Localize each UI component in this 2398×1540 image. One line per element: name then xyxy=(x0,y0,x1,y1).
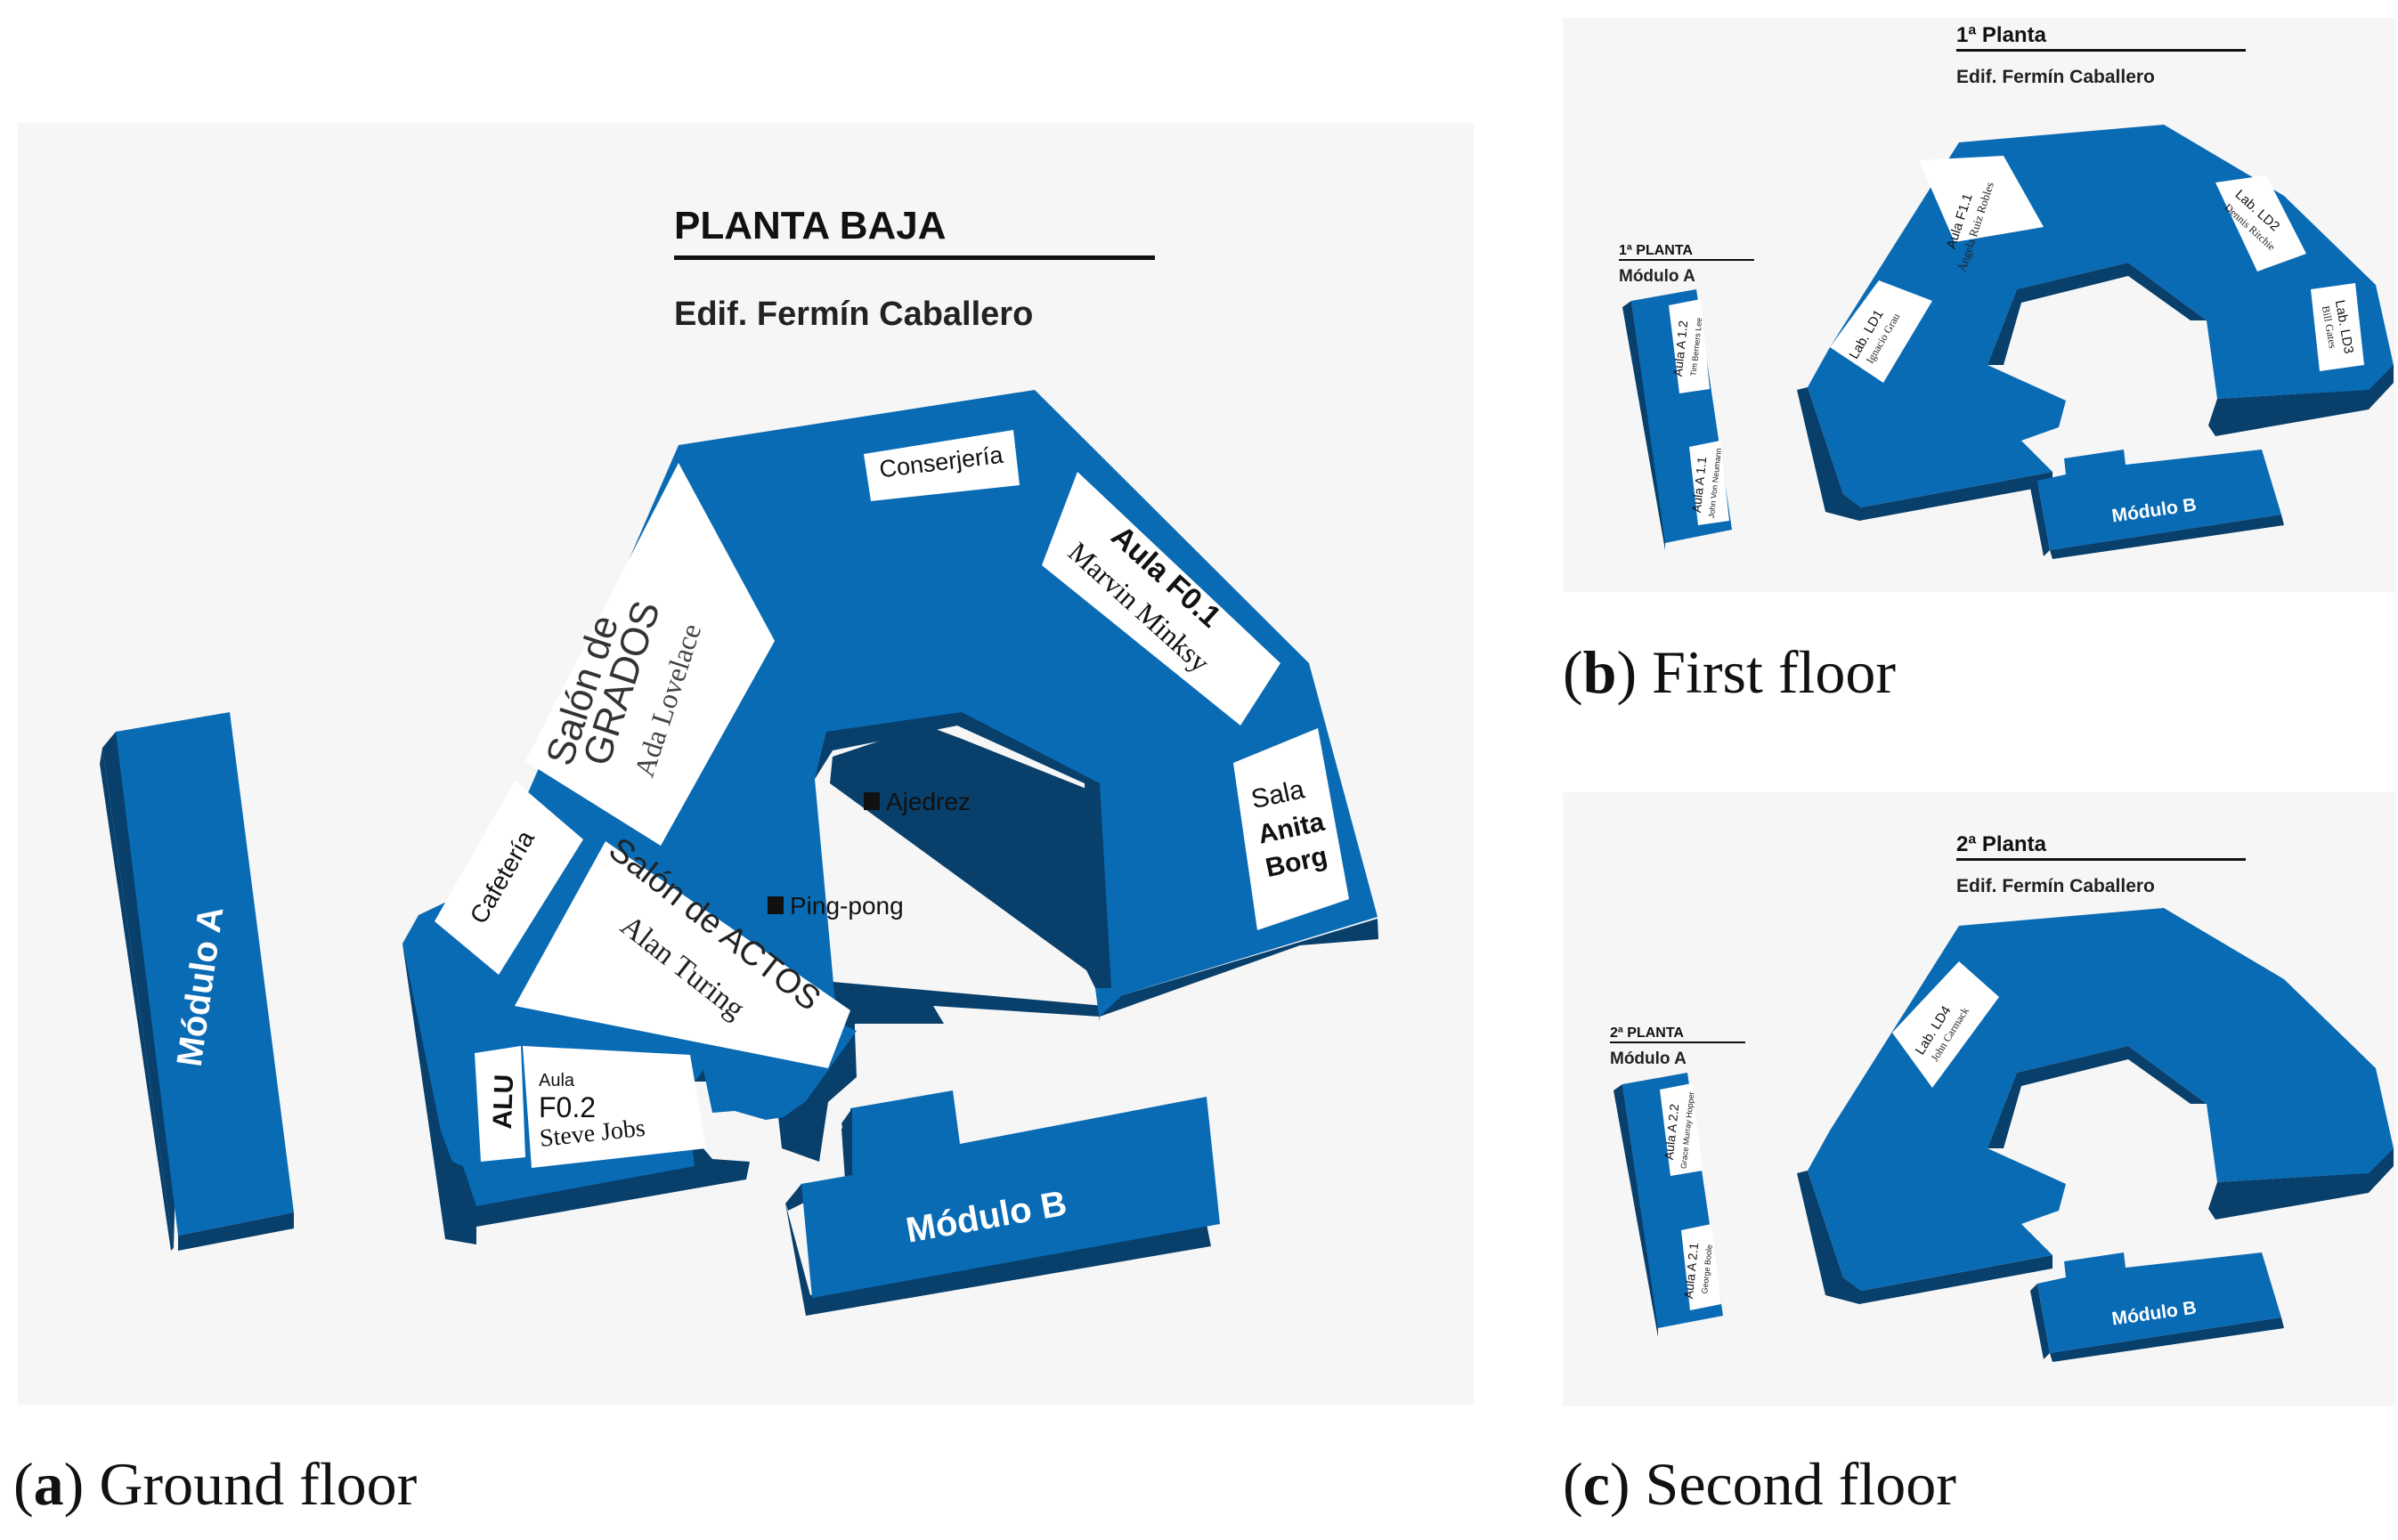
ajedrez-label: Ajedrez xyxy=(886,788,971,815)
room-lab-ld3 xyxy=(2311,283,2364,371)
ground-floor-subtitle: Edif. Fermín Caballero xyxy=(674,296,1033,333)
panel-second-floor: 2ª Planta Edif. Fermín Caballero 2ª PLAN… xyxy=(1563,792,2395,1518)
panel-first-floor: 1ª Planta Edif. Fermín Caballero 1ª PLAN… xyxy=(1563,18,2395,706)
modulo-b-block: Módulo B xyxy=(785,1090,1220,1316)
first-floor-modulo-b-block xyxy=(2037,450,2281,550)
room-aula-f11 xyxy=(1919,156,2044,242)
panel-ground-floor: PLANTA BAJA Edif. Fermín Caballero Módul… xyxy=(13,123,1474,1518)
first-floor-modulo-a-subtitle: Módulo A xyxy=(1619,267,1695,286)
second-floor-subtitle: Edif. Fermín Caballero xyxy=(1956,876,2155,896)
room-alu-label: ALU xyxy=(488,1074,519,1130)
room-lab-ld1 xyxy=(1830,280,1932,383)
first-floor-title: 1ª Planta xyxy=(1956,23,2047,47)
room-sala-anita-borg xyxy=(1233,728,1349,930)
caption-c: (c) Second floor xyxy=(1563,1450,1956,1518)
pingpong-marker-icon xyxy=(768,896,784,914)
second-floor-title: 2ª Planta xyxy=(1956,832,2047,856)
room-aula-a22-title: Aula A 2.2 xyxy=(1662,1103,1682,1161)
room-aula-a12 xyxy=(1669,299,1710,393)
modulo-a-block: Módulo A xyxy=(100,712,294,1251)
room-alu xyxy=(475,1046,525,1162)
room-aula-f02-title: F0.2 xyxy=(539,1091,596,1123)
room-aula-a12-title: Aula A 1.2 xyxy=(1670,320,1691,377)
room-aula-a11-title: Aula A 1.1 xyxy=(1689,456,1710,514)
ajedrez-marker-icon xyxy=(864,792,880,810)
second-floor-modulo-a-subtitle: Módulo A xyxy=(1610,1050,1687,1068)
second-floor-modulo-b-block xyxy=(2037,1252,2281,1353)
pingpong-label: Ping-pong xyxy=(790,892,904,920)
caption-b: (b) First floor xyxy=(1563,638,1896,706)
second-floor-title-rule xyxy=(1956,858,2246,861)
room-salon-grados xyxy=(525,463,775,846)
room-lab-ld2 xyxy=(2215,175,2306,272)
room-aula-a21 xyxy=(1681,1224,1721,1310)
first-floor-modulo-a-title: 1ª PLANTA xyxy=(1619,243,1693,258)
room-salon-actos xyxy=(515,841,850,1068)
first-floor-title-rule xyxy=(1956,49,2246,52)
ground-floor-title-rule xyxy=(674,255,1155,260)
room-aula-a11 xyxy=(1689,441,1729,525)
room-aula-f02-small: Aula xyxy=(539,1071,575,1090)
room-aula-a22 xyxy=(1660,1083,1703,1176)
room-cafeteria xyxy=(435,781,583,975)
room-lab-ld4 xyxy=(1892,961,1999,1088)
room-aula-f01 xyxy=(1042,472,1280,725)
caption-a: (a) Ground floor xyxy=(13,1450,418,1518)
room-aula-a21-title: Aula A 2.1 xyxy=(1681,1242,1702,1300)
first-floor-subtitle: Edif. Fermín Caballero xyxy=(1956,67,2155,87)
room-conserjeria xyxy=(864,430,1020,501)
second-floor-modulo-a-title: 2ª PLANTA xyxy=(1610,1025,1684,1041)
room-aula-f02 xyxy=(523,1046,706,1168)
ground-floor-title: PLANTA BAJA xyxy=(674,204,947,247)
